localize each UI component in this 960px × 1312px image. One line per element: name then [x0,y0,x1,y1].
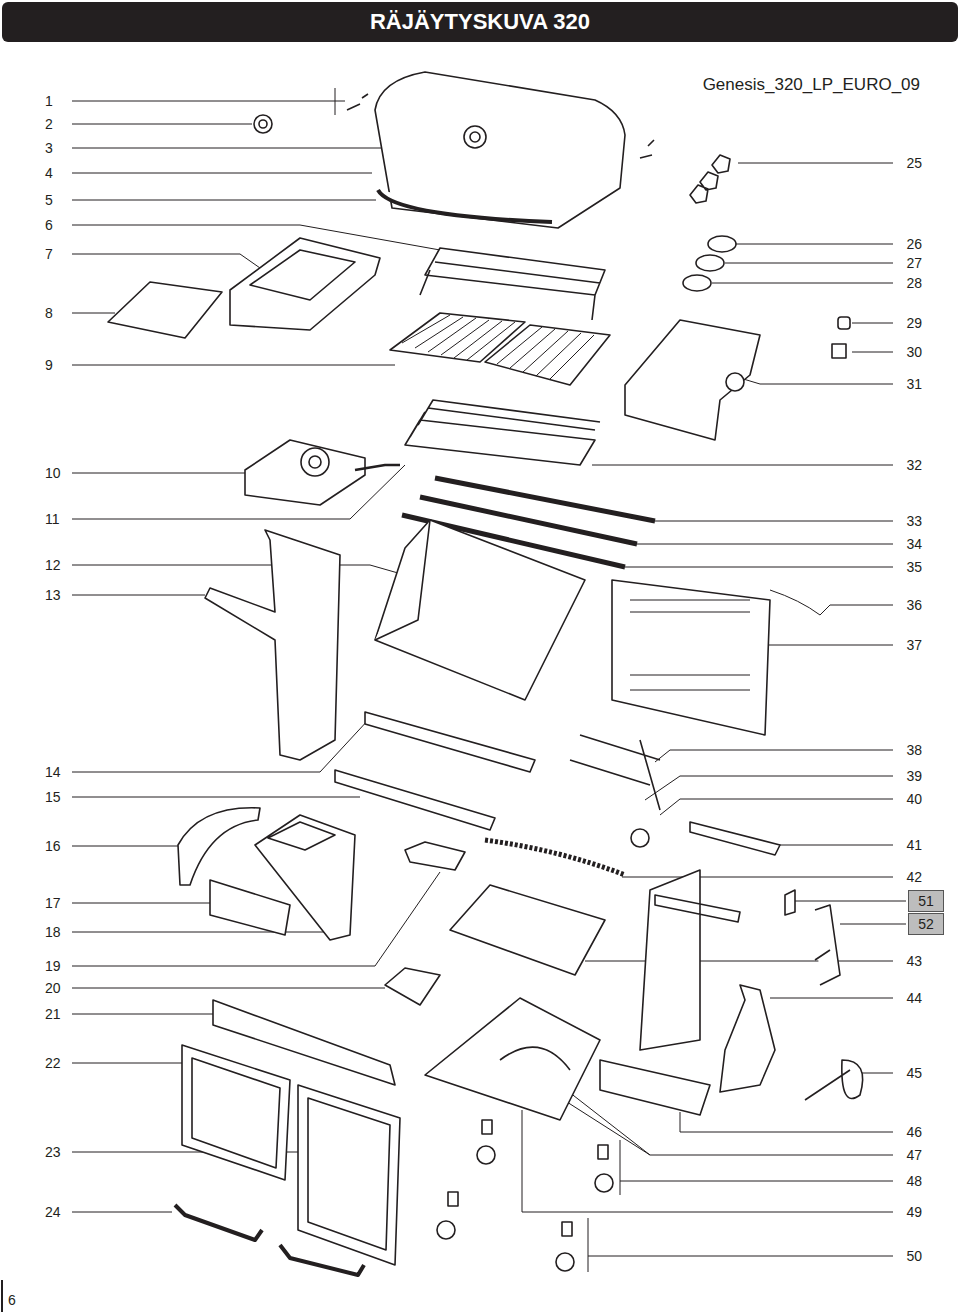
callout-number: 24 [45,1204,61,1220]
callout-number: 48 [906,1173,922,1189]
callout-number: 10 [45,465,61,481]
callout-number: 46 [906,1124,922,1140]
callout-number: 17 [45,895,61,911]
callout-number: 22 [45,1055,61,1071]
callout-number: 18 [45,924,61,940]
callout-number: 30 [906,344,922,360]
page-rule [1,1280,3,1312]
callout-number: 40 [906,791,922,807]
callout-number: 9 [45,357,53,373]
callout-number: 26 [906,236,922,252]
callout-box: 52 [908,913,944,935]
callout-number: 38 [906,742,922,758]
title-bar: RÄJÄYTYSKUVA 320 [2,2,958,42]
callout-number: 44 [906,990,922,1006]
callout-number: 20 [45,980,61,996]
callout-box: 51 [908,890,944,912]
callout-number: 2 [45,116,53,132]
callout-number: 31 [906,376,922,392]
callout-number: 19 [45,958,61,974]
callout-number: 51 [918,893,934,909]
callout-number: 42 [906,869,922,885]
title: RÄJÄYTYSKUVA 320 [370,9,590,35]
callout-number: 41 [906,837,922,853]
callout-number: 6 [45,217,53,233]
callout-number: 28 [906,275,922,291]
callout-number: 21 [45,1006,61,1022]
grill-parts [108,72,863,1275]
callout-number: 47 [906,1147,922,1163]
callout-number: 1 [45,93,53,109]
leader-lines [72,88,906,1272]
callout-number: 45 [906,1065,922,1081]
callout-number: 8 [45,305,53,321]
callout-number: 49 [906,1204,922,1220]
callout-number: 35 [906,559,922,575]
callout-number: 39 [906,768,922,784]
callout-number: 16 [45,838,61,854]
callout-number: 34 [906,536,922,552]
callout-number: 25 [906,155,922,171]
callout-number: 13 [45,587,61,603]
callout-number: 52 [918,916,934,932]
callout-number: 33 [906,513,922,529]
model-code: Genesis_320_LP_EURO_09 [703,77,920,93]
callout-number: 3 [45,140,53,156]
callout-number: 11 [45,511,60,527]
callout-number: 43 [906,953,922,969]
callout-number: 27 [906,255,922,271]
callout-number: 50 [906,1248,922,1264]
callout-number: 32 [906,457,922,473]
callout-number: 5 [45,192,53,208]
callout-number: 12 [45,557,61,573]
callout-number: 14 [45,764,61,780]
callout-number: 15 [45,789,61,805]
callout-number: 37 [906,637,922,653]
callout-number: 7 [45,246,53,262]
callout-number: 29 [906,315,922,331]
page-number: 6 [8,1292,16,1308]
callout-number: 36 [906,597,922,613]
callout-number: 23 [45,1144,61,1160]
callout-number: 4 [45,165,53,181]
